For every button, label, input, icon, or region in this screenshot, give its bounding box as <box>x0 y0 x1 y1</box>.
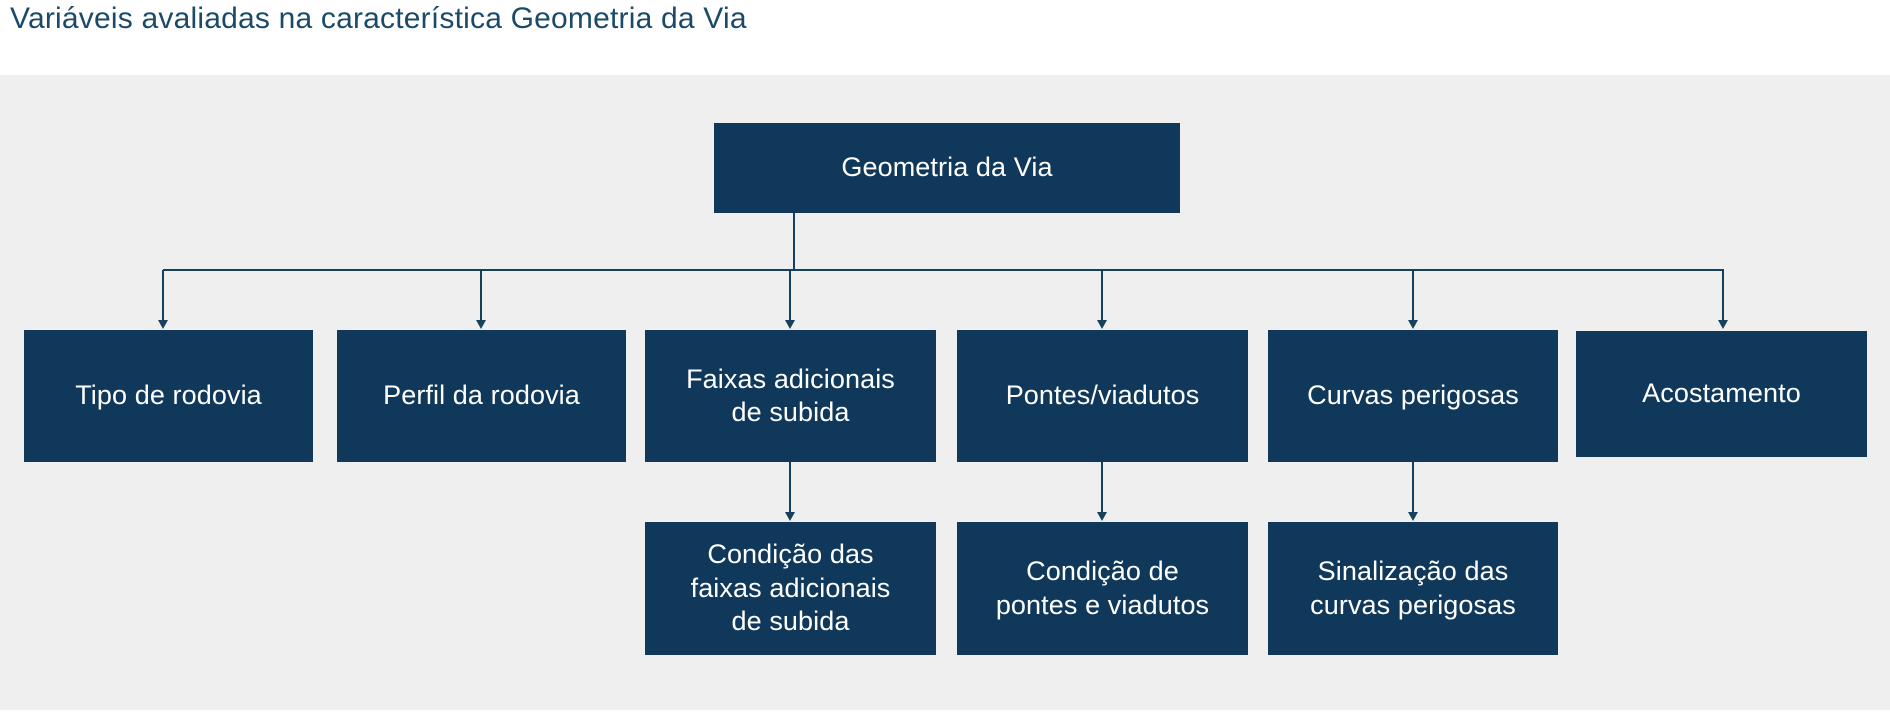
node-perfil-da-rodovia[interactable]: Perfil da rodovia <box>337 330 626 462</box>
node-condicao-de-pontes-e-viadutos[interactable]: Condição de pontes e viadutos <box>957 522 1248 655</box>
arrow-head-8 <box>1097 512 1107 521</box>
node-tipo-de-rodovia[interactable]: Tipo de rodovia <box>24 330 313 462</box>
arrow-head-4 <box>1097 320 1107 329</box>
arrow-head-6 <box>1718 320 1728 329</box>
node-label: Tipo de rodovia <box>75 380 262 411</box>
node-label-line3: de subida <box>731 606 850 637</box>
connector-drop-1 <box>162 270 164 322</box>
connector-root-stem <box>793 213 795 270</box>
node-acostamento[interactable]: Acostamento <box>1576 331 1867 457</box>
node-label-line1: Sinalização das <box>1317 556 1509 587</box>
node-label: Acostamento <box>1642 378 1801 409</box>
connector-drop-4 <box>1101 270 1103 322</box>
arrow-head-1 <box>158 320 168 329</box>
node-label: Pontes/viadutos <box>1005 380 1200 411</box>
node-label-line2: pontes e viadutos <box>995 589 1210 620</box>
connector-drop-2 <box>480 270 482 322</box>
node-label-line1: Condição de <box>1026 556 1179 587</box>
node-label-line2: curvas perigosas <box>1310 589 1516 620</box>
arrow-head-3 <box>785 320 795 329</box>
node-pontes-viadutos[interactable]: Pontes/viadutos <box>957 330 1248 462</box>
connector-drop-6 <box>1722 270 1724 322</box>
node-faixas-adicionais-de-subida[interactable]: Faixas adicionais de subida <box>645 330 936 462</box>
node-label: Perfil da rodovia <box>383 380 580 411</box>
node-condicao-das-faixas-adicionais-de-subida[interactable]: Condição das faixas adicionais de subida <box>645 522 936 655</box>
arrow-head-7 <box>785 512 795 521</box>
node-label-line2: faixas adicionais <box>690 572 891 603</box>
connector-curvas-to-sinalizacao <box>1412 462 1414 514</box>
page-title: Variáveis avaliadas na característica Ge… <box>10 2 747 35</box>
arrow-head-9 <box>1408 512 1418 521</box>
node-label-line1: Faixas adicionais <box>686 363 895 394</box>
node-curvas-perigosas[interactable]: Curvas perigosas <box>1268 330 1558 462</box>
node-label-line2: de subida <box>731 397 850 427</box>
node-sinalizacao-das-curvas-perigosas[interactable]: Sinalização das curvas perigosas <box>1268 522 1558 655</box>
arrow-head-5 <box>1408 320 1418 329</box>
node-label: Curvas perigosas <box>1307 380 1519 411</box>
diagram-panel: Geometria da Via Tipo de rodovia Perfil … <box>0 75 1890 710</box>
connector-drop-5 <box>1412 270 1414 322</box>
connector-faixas-to-condicao <box>789 462 791 514</box>
node-root-geometria-da-via[interactable]: Geometria da Via <box>714 123 1180 213</box>
connector-bus <box>163 269 1724 271</box>
arrow-head-2 <box>476 320 486 329</box>
node-label: Geometria da Via <box>841 152 1053 183</box>
node-label-line1: Condição das <box>707 539 874 570</box>
connector-drop-3 <box>789 270 791 322</box>
connector-pontes-to-condicao <box>1101 462 1103 514</box>
